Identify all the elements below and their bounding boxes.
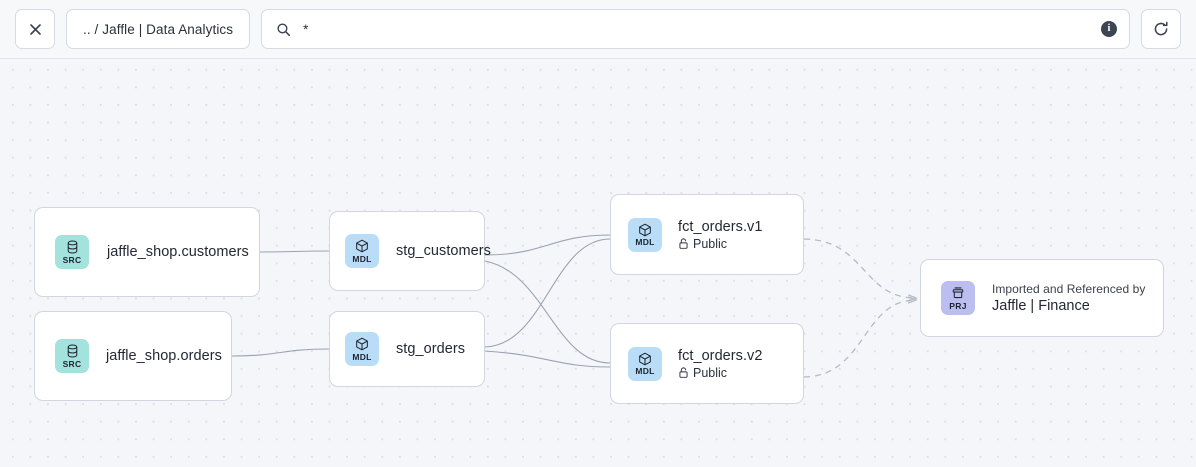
node-kind-badge-mdl: MDL (628, 346, 662, 381)
node-title: jaffle_shop.customers (107, 244, 249, 260)
unlock-icon (679, 366, 688, 378)
node-project-jaffle-finance[interactable]: PRJ Imported and Referenced by Jaffle | … (920, 259, 1164, 337)
close-button[interactable] (15, 9, 55, 49)
node-stg-customers[interactable]: MDL stg_customers (329, 211, 491, 291)
search-field[interactable]: i (261, 9, 1130, 49)
edge-stg-orders-to-fct-v1 (484, 238, 611, 348)
node-src-orders[interactable]: SRC jaffle_shop.orders (34, 311, 232, 401)
database-icon (66, 240, 79, 255)
unlock-icon (679, 237, 688, 249)
node-overline: Imported and Referenced by (992, 282, 1146, 296)
refresh-icon (1154, 21, 1168, 36)
node-kind-badge-src: SRC (55, 339, 89, 373)
node-kind-label: MDL (635, 237, 655, 248)
node-kind-badge-mdl: MDL (628, 217, 662, 252)
cube-icon (638, 222, 652, 237)
node-visibility: Public (678, 237, 762, 251)
database-icon (66, 344, 79, 359)
node-title: jaffle_shop.orders (106, 348, 222, 364)
node-body: Imported and Referenced by Jaffle | Fina… (992, 282, 1145, 314)
node-body: stg_customers (396, 243, 491, 259)
close-icon (29, 23, 41, 35)
node-kind-label: PRJ (949, 300, 967, 311)
node-visibility-label: Public (693, 236, 728, 251)
top-toolbar: .. / Jaffle | Data Analytics i (0, 0, 1196, 59)
node-title: fct_orders.v2 (678, 347, 763, 364)
node-body: jaffle_shop.orders (106, 348, 222, 364)
edge-stg-orders-to-fct-v2 (484, 350, 611, 368)
info-icon[interactable]: i (1101, 21, 1117, 37)
node-body: stg_orders (396, 341, 465, 357)
node-title: Jaffle | Finance (992, 298, 1090, 314)
node-kind-label: MDL (352, 253, 372, 264)
search-input[interactable] (303, 21, 1089, 37)
search-icon (277, 22, 291, 36)
node-stg-orders[interactable]: MDL stg_orders (329, 311, 485, 387)
cube-icon (355, 239, 369, 254)
node-kind-label: MDL (352, 351, 372, 362)
edge-fct-v1-to-project (803, 238, 916, 298)
edge-fct-v2-to-project (803, 300, 916, 378)
node-visibility-label: Public (693, 365, 728, 380)
graph-canvas[interactable]: SRC jaffle_shop.customers SRC jaffle_sh (0, 59, 1196, 467)
node-kind-badge-mdl: MDL (345, 332, 379, 366)
edge-src-customers-to-stg-customers (259, 250, 330, 253)
breadcrumb[interactable]: .. / Jaffle | Data Analytics (66, 9, 251, 49)
edge-stg-customers-to-fct-v1 (484, 234, 611, 256)
node-kind-badge-prj: PRJ (941, 281, 975, 315)
edge-stg-customers-to-fct-v2 (484, 260, 611, 364)
node-title: stg_customers (396, 243, 491, 259)
node-kind-label: MDL (635, 366, 655, 377)
info-badge-label: i (1107, 22, 1111, 34)
node-title: stg_orders (396, 341, 466, 357)
cube-icon (355, 337, 369, 352)
edge-src-orders-to-stg-orders (231, 348, 330, 357)
breadcrumb-label: .. / Jaffle | Data Analytics (83, 21, 234, 37)
node-body: jaffle_shop.customers (107, 244, 249, 260)
node-body: fct_orders.v1 Public (678, 219, 762, 251)
archive-icon (951, 286, 965, 301)
node-kind-label: SRC (62, 254, 82, 265)
node-visibility: Public (678, 366, 762, 380)
node-body: fct_orders.v2 Public (678, 348, 762, 380)
node-fct-orders-v2[interactable]: MDL fct_orders.v2 Public (610, 323, 804, 404)
node-kind-badge-mdl: MDL (345, 234, 379, 268)
node-kind-badge-src: SRC (55, 235, 89, 269)
refresh-button[interactable] (1141, 9, 1181, 49)
node-kind-label: SRC (62, 358, 82, 369)
cube-icon (638, 351, 652, 366)
node-src-customers[interactable]: SRC jaffle_shop.customers (34, 207, 260, 297)
node-fct-orders-v1[interactable]: MDL fct_orders.v1 Public (610, 194, 804, 275)
node-title: fct_orders.v1 (678, 218, 763, 235)
